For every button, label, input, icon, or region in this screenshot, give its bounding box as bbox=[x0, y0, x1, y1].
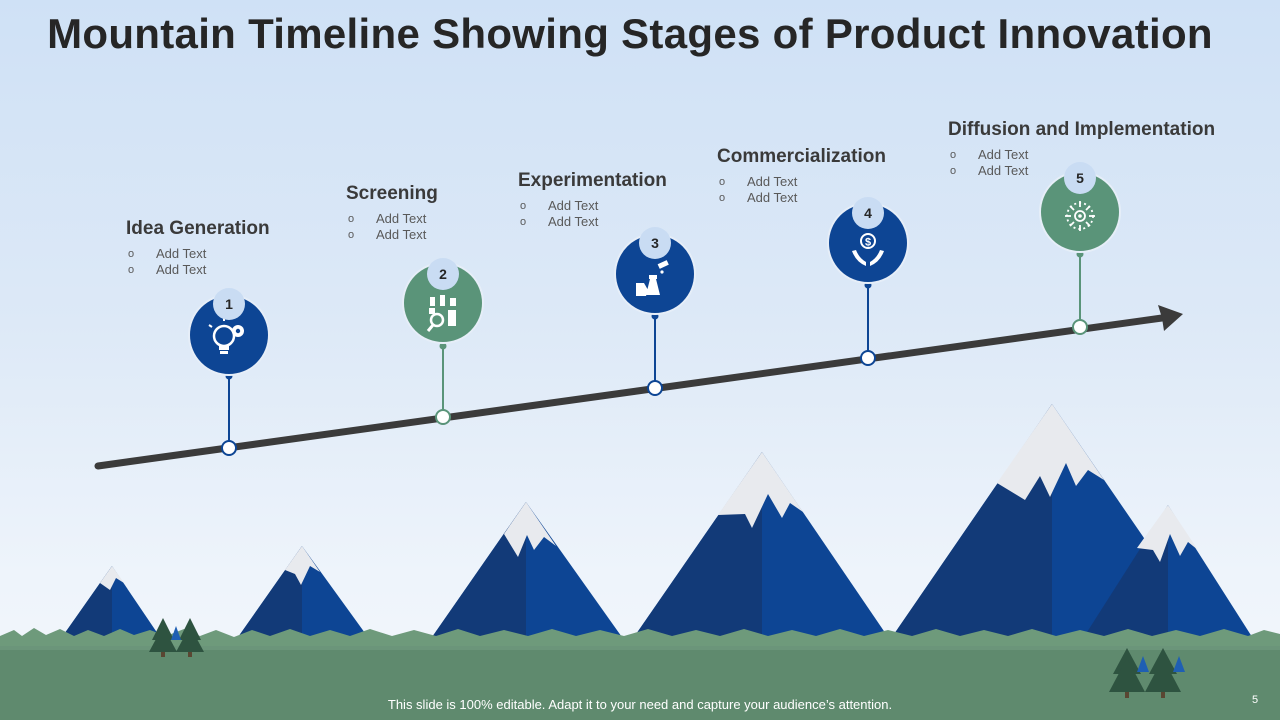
timeline-arrow bbox=[94, 305, 1183, 470]
screening-tools-icon bbox=[426, 295, 456, 332]
diffusion-burst-icon bbox=[1065, 201, 1095, 231]
mountain-2 bbox=[236, 546, 370, 640]
money-hands-icon: $ bbox=[852, 233, 884, 266]
stage-circles bbox=[188, 171, 1121, 376]
stage-title-3: Experimentation bbox=[518, 170, 667, 191]
connector-4 bbox=[860, 281, 876, 366]
stage-number-badge-3: 3 bbox=[639, 227, 671, 259]
stage-title-1: Idea Generation bbox=[126, 218, 270, 239]
connector-3 bbox=[647, 312, 663, 396]
stage-title-5: Diffusion and Implementation bbox=[948, 119, 1216, 140]
svg-text:$: $ bbox=[865, 237, 871, 249]
ground bbox=[0, 628, 1280, 720]
page-number: 5 bbox=[1252, 694, 1259, 706]
trees-left bbox=[149, 618, 204, 657]
lab-flask-hand-icon bbox=[636, 260, 669, 296]
connector-5 bbox=[1072, 250, 1088, 335]
stage-number-badge-5: 5 bbox=[1064, 162, 1096, 194]
mountain-range bbox=[60, 404, 1254, 640]
stage-title-2: Screening bbox=[346, 183, 438, 204]
stage-number-badge-2: 2 bbox=[427, 258, 459, 290]
mountain-3 bbox=[430, 502, 624, 640]
stage-number-badge-4: 4 bbox=[852, 197, 884, 229]
mountain-1 bbox=[60, 566, 162, 640]
footer-note: This slide is 100% editable. Adapt it to… bbox=[387, 697, 893, 712]
stage-number-badge-1: 1 bbox=[213, 288, 245, 320]
slide-title: Mountain Timeline Showing Stages of Prod… bbox=[47, 10, 1213, 57]
connector-1 bbox=[221, 372, 237, 456]
mountain-6 bbox=[1082, 505, 1254, 640]
stage-title-4: Commercialization bbox=[717, 146, 886, 167]
lightbulb-gear-icon bbox=[208, 318, 244, 354]
connector-2 bbox=[435, 342, 451, 425]
trees-right bbox=[1109, 648, 1185, 698]
mountain-4 bbox=[632, 452, 890, 640]
